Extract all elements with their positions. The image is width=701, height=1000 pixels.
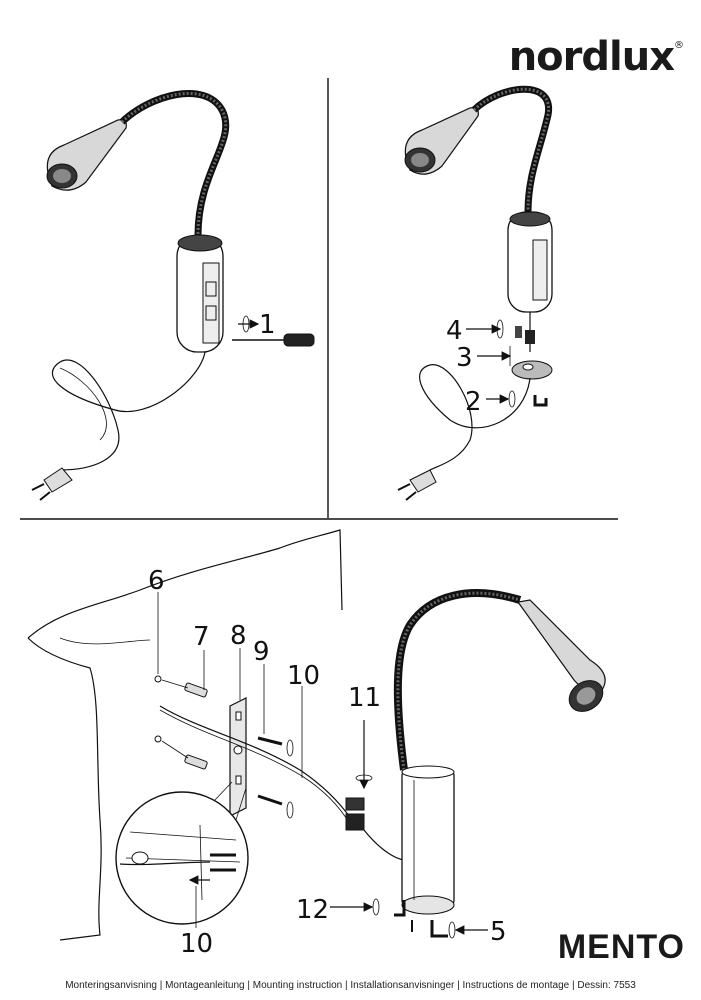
- step-12-label: 12: [296, 895, 329, 925]
- panel-1-lamp: [31, 90, 315, 501]
- panel-2-lamp: [397, 85, 553, 501]
- step-5-label: 5: [490, 917, 507, 947]
- step-9-label: 9: [253, 637, 270, 667]
- step-4-label: 4: [446, 316, 463, 346]
- step-2-label: 2: [465, 387, 482, 417]
- registered-mark: ®: [674, 40, 684, 51]
- step-6-label: 6: [148, 566, 165, 596]
- step-11-label: 11: [348, 683, 381, 713]
- product-name: MENTO: [557, 928, 685, 966]
- panel-3-wall-mounting: [27, 529, 606, 941]
- step-10-label-top: 10: [287, 661, 320, 691]
- brand-logo: nordlux®: [508, 34, 684, 80]
- step-7-label: 7: [193, 622, 210, 652]
- step-1-label: 1: [259, 310, 276, 340]
- step-10-label-detail: 10: [180, 929, 213, 959]
- step-8-label: 8: [230, 621, 247, 651]
- footer-caption: Monteringsanvisning | Montageanleitung |…: [65, 980, 636, 991]
- step-3-label: 3: [456, 343, 473, 373]
- brand-name: nordlux: [508, 34, 675, 80]
